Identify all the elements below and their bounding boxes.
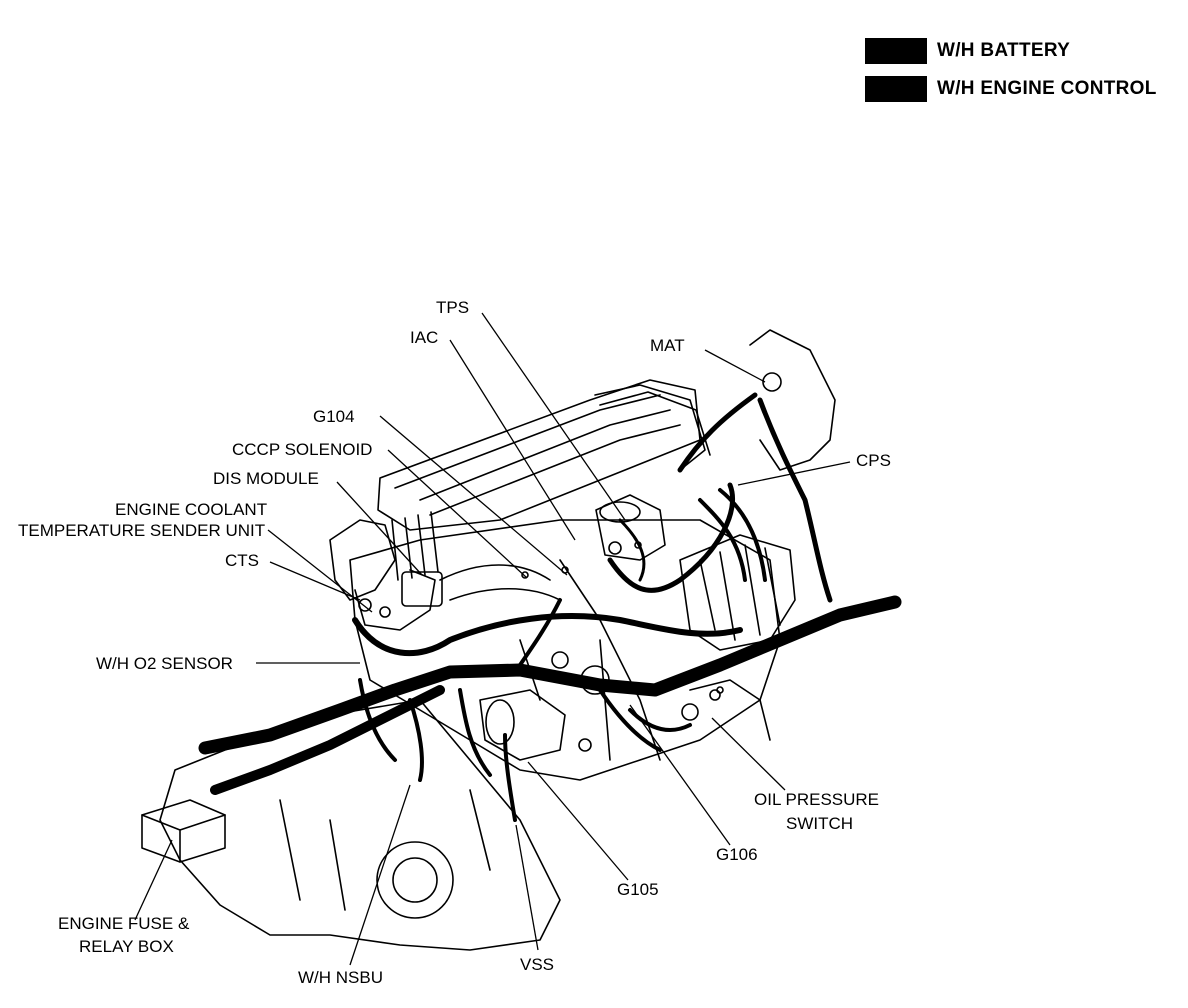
label-oil-pressure-line1: OIL PRESSURE	[754, 790, 880, 809]
coolant-housing	[329, 519, 396, 601]
label-ect-sender-line1: ENGINE COOLANT	[115, 500, 268, 519]
leader-g104	[379, 415, 568, 576]
label-iac: IAC	[410, 328, 439, 347]
leader-tps	[481, 312, 626, 521]
leader-cts	[269, 561, 361, 601]
engine-block-outline	[349, 519, 781, 781]
harness-engine-control	[352, 613, 743, 657]
leader-g106	[629, 704, 731, 846]
throttle-body	[595, 494, 666, 561]
engine-fuse-relay-box	[141, 799, 226, 863]
dis-module	[401, 571, 443, 607]
harness-lower-branch	[210, 685, 445, 795]
label-g106: G106	[716, 845, 758, 864]
transaxle-outline	[159, 699, 561, 951]
leader-fuse-box	[134, 839, 173, 921]
label-vss: VSS	[520, 955, 555, 974]
leader-oil-pressure	[711, 717, 786, 791]
leader-vss	[515, 824, 539, 951]
flywheel-housing	[376, 841, 454, 919]
leader-mat	[704, 349, 766, 383]
label-cccp-solenoid: CCCP SOLENOID	[232, 440, 373, 459]
starter-motor	[479, 689, 566, 761]
legend-swatch-engine-control	[865, 76, 927, 102]
leader-dis-module	[336, 481, 423, 576]
label-oil-pressure-line2: SWITCH	[786, 814, 854, 833]
label-cts: CTS	[225, 551, 259, 570]
label-g104: G104	[313, 407, 355, 426]
label-fuse-box-line1: ENGINE FUSE &	[58, 914, 190, 933]
harness-main-battery	[198, 595, 902, 755]
leader-cccp-solenoid	[387, 449, 528, 579]
leader-cps	[737, 461, 851, 486]
label-ect-sender-line2: TEMPERATURE SENDER UNIT	[18, 521, 266, 540]
label-fuse-box-line2: RELAY BOX	[79, 937, 174, 956]
leader-wh-nsbu	[349, 784, 411, 966]
label-wh-nsbu: W/H NSBU	[298, 968, 383, 987]
label-dis-module: DIS MODULE	[213, 469, 319, 488]
legend-label-engine-control: W/H ENGINE CONTROL	[937, 78, 1157, 99]
label-tps: TPS	[436, 298, 470, 317]
air-intake-duct	[749, 329, 836, 471]
legend-label-battery: W/H BATTERY	[937, 40, 1071, 61]
leader-ect-sender	[267, 529, 373, 613]
label-mat: MAT	[650, 336, 685, 355]
label-cps: CPS	[856, 451, 891, 470]
label-wh-o2-sensor: W/H O2 SENSOR	[96, 654, 233, 673]
mat-sensor	[762, 372, 782, 392]
leader-iac	[449, 339, 576, 541]
leader-g105	[527, 761, 629, 881]
legend-swatch-battery	[865, 38, 927, 64]
label-g105: G105	[617, 880, 659, 899]
